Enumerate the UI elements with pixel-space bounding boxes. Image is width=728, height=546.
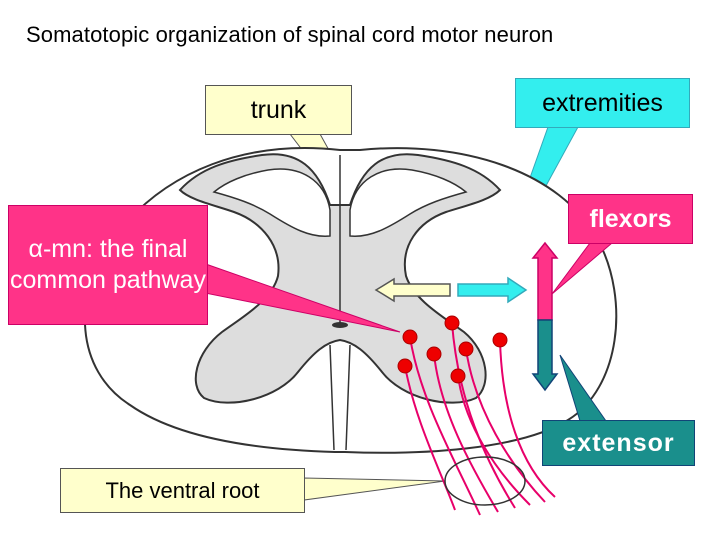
alpha-motor-neurons — [397, 315, 508, 384]
axon — [465, 348, 546, 503]
ventral-root-ellipse — [444, 456, 526, 506]
dorsal-column-right — [349, 168, 468, 237]
axon — [451, 322, 516, 509]
page-title: Somatotopic organization of spinal cord … — [26, 22, 554, 47]
motor-neuron — [444, 315, 460, 331]
ventral-root-label: The ventral root — [60, 468, 305, 513]
motor-neuron — [397, 358, 413, 374]
alpha-mn-label: α-mn: the final common pathway — [8, 205, 208, 325]
extensor-label: extensor — [542, 420, 695, 466]
ventral-root-callout-tail — [303, 477, 446, 501]
axon — [499, 339, 556, 498]
motor-neuron — [426, 346, 442, 362]
extremities-label: extremities — [515, 78, 690, 128]
axon — [433, 353, 499, 513]
flexors-label: flexors — [568, 194, 693, 244]
anterior-median-fissure — [329, 344, 351, 451]
motor-axons — [404, 322, 556, 516]
central-canal — [332, 322, 348, 328]
motor-neuron — [450, 368, 466, 384]
dorsal-column-left — [212, 168, 331, 237]
trunk-label: trunk — [205, 85, 352, 135]
motor-neuron — [492, 332, 508, 348]
axon — [457, 375, 531, 506]
axon — [404, 365, 456, 511]
extensor-arrow-down — [531, 319, 559, 392]
extremities-arrow — [457, 276, 528, 304]
trunk-arrow — [374, 277, 451, 303]
motor-neuron — [402, 329, 418, 345]
motor-neuron — [458, 341, 474, 357]
axon — [409, 336, 481, 516]
